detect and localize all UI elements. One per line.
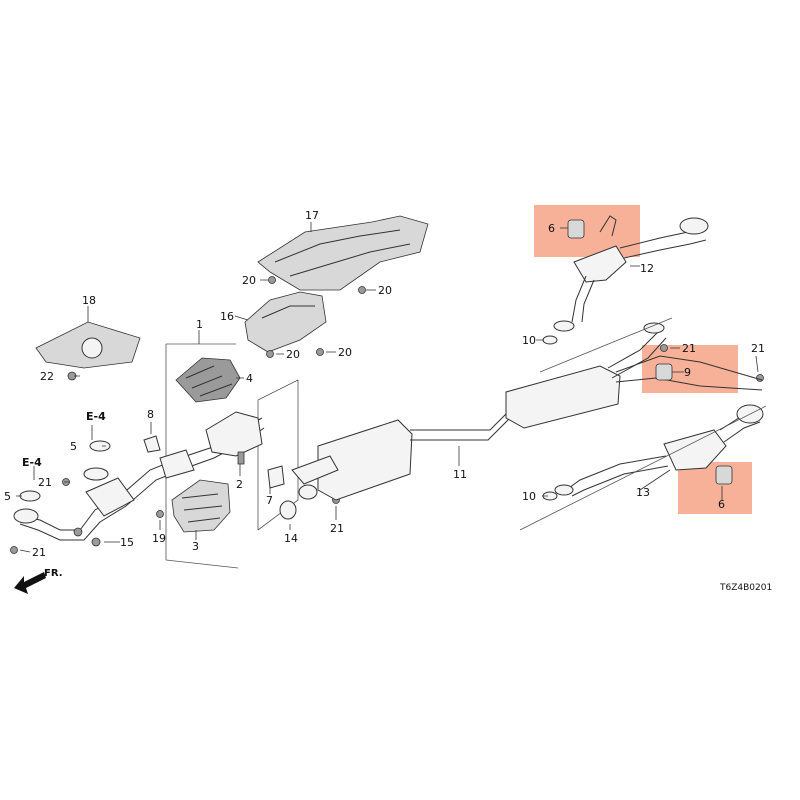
muffler-13 (554, 404, 764, 497)
label-part-21a: 21 (38, 476, 52, 489)
label-part-1: 1 (196, 318, 203, 331)
label-part-16: 16 (220, 310, 234, 323)
mount-6-bottom (715, 465, 733, 485)
gasket-5-upper (89, 440, 111, 452)
muffler-12 (553, 215, 709, 332)
catalytic-converter-assembly (13, 411, 265, 541)
heat-shield-16 (244, 291, 327, 353)
hardware (10, 276, 764, 554)
rubber-mounts (542, 219, 733, 501)
assembly-guides (519, 317, 767, 531)
group-box-part-1 (165, 343, 299, 569)
leader-lines (16, 222, 759, 553)
label-part-19: 19 (152, 532, 166, 545)
label-part-7: 7 (266, 494, 273, 507)
label-part-12: 12 (640, 262, 654, 275)
front-marker-label: FR. (44, 568, 63, 579)
mount-9 (655, 363, 673, 381)
label-e4-upper: E-4 (86, 410, 106, 423)
converter-shield-3 (171, 479, 231, 533)
label-part-4: 4 (246, 372, 253, 385)
label-part-5-lower: 5 (4, 490, 11, 503)
label-part-20c: 20 (286, 348, 300, 361)
label-part-13: 13 (636, 486, 650, 499)
highlight-part-6-bottom (678, 462, 752, 514)
gaskets (19, 440, 297, 520)
label-part-11: 11 (453, 468, 467, 481)
label-part-2: 2 (236, 478, 243, 491)
label-part-17: 17 (305, 209, 319, 222)
label-part-3: 3 (192, 540, 199, 553)
mount-6-top (567, 219, 585, 239)
label-part-22: 22 (40, 370, 54, 383)
center-muffler-11 (291, 419, 413, 501)
rear-resonator (505, 322, 763, 429)
label-part-10-bottom: 10 (522, 490, 536, 503)
label-part-21e: 21 (751, 342, 765, 355)
front-arrow-icon (14, 572, 46, 594)
part-labels: 17 20 20 16 20 20 18 22 1 4 8 E-4 5 E-4 … (4, 209, 772, 593)
label-part-6-bottom: 6 (718, 498, 725, 511)
diagram-ref-code: T6Z4B0201 (719, 583, 772, 593)
highlight-part-6-top (534, 205, 640, 257)
label-part-14: 14 (284, 532, 298, 545)
label-part-20b: 20 (378, 284, 392, 297)
label-part-21c: 21 (330, 522, 344, 535)
label-part-8: 8 (147, 408, 154, 421)
converter-shield-4 (175, 357, 241, 403)
label-part-10-top: 10 (522, 334, 536, 347)
heat-shield-17 (257, 215, 429, 291)
gasket-5-lower (19, 490, 41, 502)
label-part-20a: 20 (242, 274, 256, 287)
main-pipe-11 (410, 413, 511, 441)
label-part-18: 18 (82, 294, 96, 307)
label-part-21b: 21 (32, 546, 46, 559)
label-part-5-upper: 5 (70, 440, 77, 453)
label-part-21d: 21 (682, 342, 696, 355)
label-part-20d: 20 (338, 346, 352, 359)
gasket-14 (279, 500, 297, 520)
label-part-15: 15 (120, 536, 134, 549)
label-e4-lower: E-4 (22, 456, 42, 469)
label-part-9: 9 (684, 366, 691, 379)
highlight-areas (534, 205, 752, 514)
label-part-6-top: 6 (548, 222, 555, 235)
heat-shield-18 (35, 321, 141, 369)
